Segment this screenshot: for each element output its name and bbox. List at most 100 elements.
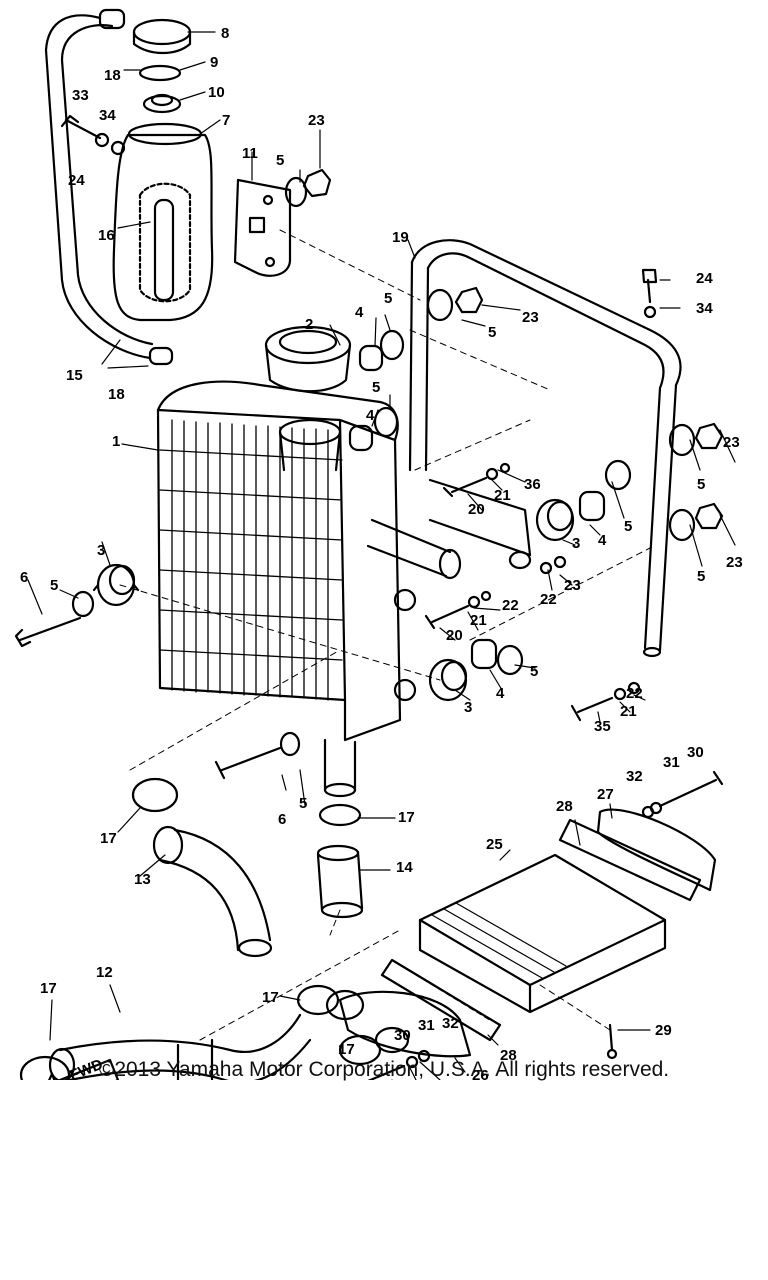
bolt-30-bottom	[367, 1064, 406, 1080]
clamp-17-d	[296, 984, 340, 1016]
label-33: 33	[72, 87, 89, 104]
label-30-bottom: 30	[394, 1027, 411, 1044]
tank-tube	[153, 198, 175, 302]
label-24-left: 24	[68, 172, 85, 189]
label-22-lower: 22	[502, 597, 519, 614]
label-23-mid: 23	[564, 577, 581, 594]
label-23-right-low: 23	[726, 554, 743, 571]
copyright-notice: ©2013 Yamaha Motor Corporation, U.S.A. A…	[98, 1058, 670, 1081]
gasket	[138, 64, 182, 82]
fwd-arrow	[48, 1058, 120, 1080]
radiator-fins	[159, 419, 343, 701]
label-12: 12	[96, 964, 113, 981]
label-16: 16	[98, 227, 115, 244]
label-31-bottom: 31	[418, 1017, 435, 1034]
label-18-bottom: 18	[108, 386, 125, 403]
label-27: 27	[597, 786, 614, 803]
hose-12	[58, 1013, 312, 1080]
label-30-top: 30	[687, 744, 704, 761]
label-7: 7	[222, 112, 230, 129]
bracket-28-top	[558, 818, 702, 902]
label-23-right-mid: 23	[723, 434, 740, 451]
label-4-upper: 4	[355, 304, 364, 321]
label-22-mid: 22	[540, 591, 557, 608]
tank-cap	[132, 18, 192, 46]
label-4-right: 4	[598, 532, 607, 549]
grommet-left	[92, 563, 140, 607]
guard-frame	[410, 239, 682, 652]
label-32-top: 32	[626, 768, 643, 785]
label-8: 8	[221, 25, 229, 42]
hose-clip-top	[98, 8, 126, 30]
label-5-top: 5	[276, 152, 284, 169]
bolt-24-left	[60, 114, 102, 140]
label-14: 14	[396, 859, 413, 876]
label-9: 9	[210, 54, 218, 71]
label-5-right-mid: 5	[697, 476, 705, 493]
radiator-lower-pipe	[323, 738, 357, 792]
label-11: 11	[242, 145, 258, 162]
label-5-left: 5	[50, 577, 58, 594]
cover-27	[596, 808, 717, 892]
clamp-17-a	[131, 777, 179, 813]
grommet-right-lower	[428, 658, 468, 702]
label-32-bottom: 32	[442, 1015, 459, 1032]
label-34-left: 34	[99, 107, 116, 124]
label-20-lower: 20	[446, 627, 463, 644]
clamp-17-c	[19, 1055, 71, 1080]
radiator-exploded-diagram: 8 9 10 7 18 33 34 24 23 11 5 16 19 24 34…	[14, 8, 743, 1080]
label-31-top: 31	[663, 754, 680, 771]
label-5-mid: 5	[372, 379, 380, 396]
label-23-top: 23	[308, 112, 325, 129]
label-3-lower: 3	[464, 699, 472, 716]
label-35: 35	[594, 718, 611, 735]
bolt-6-left	[14, 616, 82, 648]
label-13: 13	[134, 871, 151, 888]
label-17-bottom: 17	[338, 1041, 355, 1058]
label-5-bottom: 5	[299, 795, 307, 812]
label-17-mid: 17	[262, 989, 279, 1006]
label-28-bottom: 28	[500, 1047, 517, 1064]
radiator-core	[156, 408, 347, 702]
label-2: 2	[305, 316, 313, 333]
radiator-outlet	[366, 518, 452, 578]
washer-5-bracket	[284, 176, 308, 208]
label-1: 1	[112, 433, 120, 450]
label-4-lower: 4	[496, 685, 505, 702]
label-24-right: 24	[696, 270, 713, 287]
reserve-tank	[112, 133, 214, 322]
label-21-right: 21	[620, 703, 637, 720]
label-23-right-top: 23	[522, 309, 539, 326]
label-5-right-low: 5	[697, 568, 705, 585]
label-3-left: 3	[97, 542, 105, 559]
label-20-upper: 20	[468, 501, 485, 518]
label-17-left: 17	[100, 830, 117, 847]
label-36: 36	[524, 476, 541, 493]
bolt-29	[608, 1023, 614, 1052]
bracket-11	[233, 178, 292, 277]
label-21-upper: 21	[494, 487, 511, 504]
hose-clip-bottom	[148, 346, 174, 366]
label-10: 10	[208, 84, 225, 101]
label-34-right: 34	[696, 300, 713, 317]
label-3-right: 3	[572, 535, 580, 552]
hose-14	[316, 850, 364, 912]
label-5-collar: 5	[624, 518, 632, 535]
label-6-lower: 6	[278, 811, 286, 828]
washer-33	[94, 132, 110, 148]
bolt-35	[570, 696, 614, 722]
bolt-20-lower	[424, 604, 470, 630]
label-15: 15	[66, 367, 83, 384]
label-5-lower: 5	[530, 663, 538, 680]
nut-23-top	[302, 168, 332, 198]
washer-34-left	[110, 140, 126, 156]
label-4-mid: 4	[366, 407, 375, 424]
label-6-left: 6	[20, 569, 28, 586]
label-17-bottom-left: 17	[40, 980, 57, 997]
tank-window	[138, 182, 192, 303]
label-29: 29	[655, 1022, 672, 1039]
grommet-right-upper	[535, 498, 575, 542]
label-18-top: 18	[104, 67, 121, 84]
label-5-guard: 5	[488, 324, 496, 341]
label-22-right: 22	[626, 685, 643, 702]
